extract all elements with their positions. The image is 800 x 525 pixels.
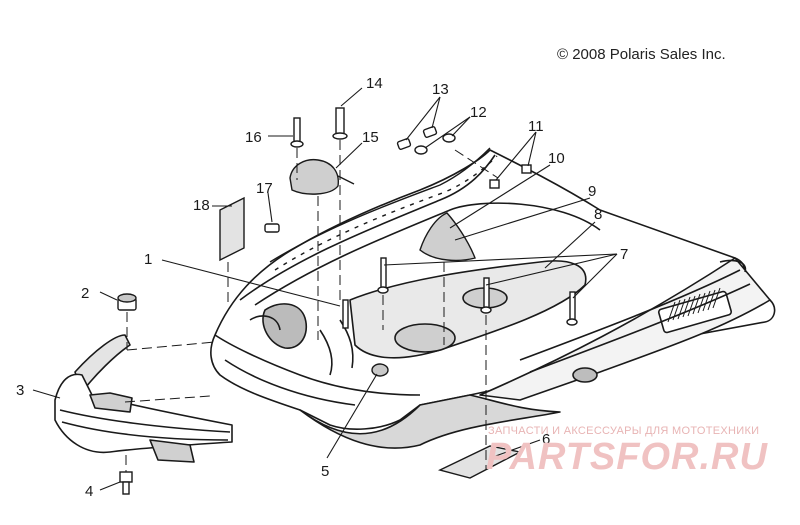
callout-13: 13 — [432, 81, 449, 98]
watermark-logo: PARTSFOR.RU — [486, 436, 768, 478]
callout-18: 18 — [193, 197, 210, 214]
nut-part-11 — [489, 164, 532, 189]
callout-17: 17 — [256, 180, 273, 197]
side-vent-slats — [667, 287, 721, 323]
copyright-notice: © 2008 Polaris Sales Inc. — [557, 46, 726, 63]
callout-labels: 1 2 3 4 5 6 7 8 9 10 11 12 13 14 15 16 1… — [16, 75, 628, 500]
callout-2: 2 — [81, 285, 89, 302]
callout-4: 4 — [85, 483, 93, 500]
plate-part-18 — [219, 196, 245, 262]
callout-8: 8 — [594, 206, 602, 223]
washer-part-12 — [414, 133, 456, 155]
leader-lines — [32, 87, 618, 491]
assembly-guides — [124, 140, 499, 472]
watermark-caption: ЗАПЧАСТИ И АКСЕССУАРЫ ДЛЯ МОТОТЕХНИКИ — [488, 425, 760, 437]
screw-part-17 — [264, 223, 280, 233]
callout-11: 11 — [528, 118, 544, 135]
windshield-trim — [269, 147, 498, 271]
callout-12: 12 — [470, 104, 487, 121]
callout-16: 16 — [245, 129, 262, 146]
bolt-part-14 — [332, 107, 348, 140]
callout-6: 6 — [542, 431, 550, 448]
bolt-part-16 — [290, 117, 304, 148]
callout-14: 14 — [366, 75, 383, 92]
callout-3: 3 — [16, 382, 24, 399]
bolt-part-1 — [342, 299, 349, 329]
grommet-part-5 — [371, 363, 389, 377]
callout-9: 9 — [588, 183, 596, 200]
hood-shell — [210, 149, 776, 449]
nut-part-2 — [117, 293, 137, 311]
callout-10: 10 — [548, 150, 565, 167]
callout-7: 7 — [620, 246, 628, 263]
bolt-part-7 — [377, 257, 578, 326]
callout-1: 1 — [144, 251, 152, 268]
callout-5: 5 — [321, 463, 329, 480]
fastener-part-13 — [396, 126, 438, 150]
front-bumper — [54, 334, 233, 463]
callout-15: 15 — [362, 129, 379, 146]
bracket-part-15 — [289, 158, 355, 195]
bolt-part-4 — [119, 471, 133, 495]
handle-part-10 — [419, 212, 476, 262]
